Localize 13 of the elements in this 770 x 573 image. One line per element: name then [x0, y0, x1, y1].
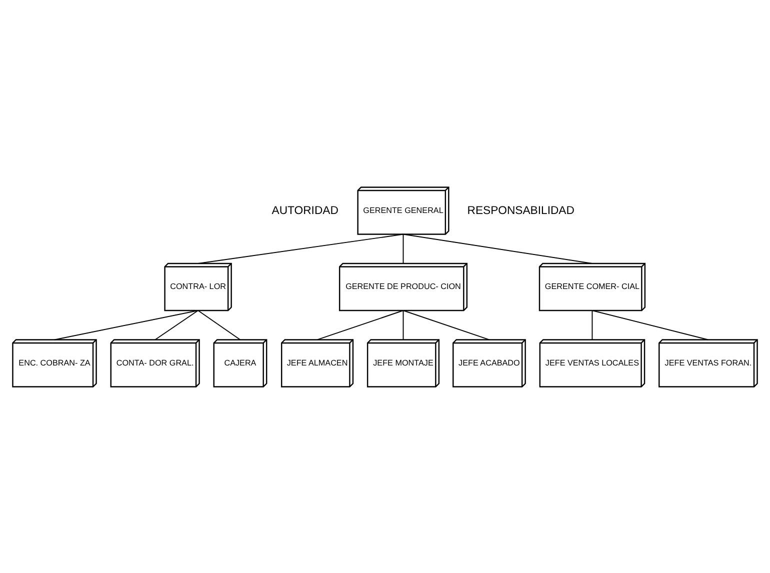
label: RESPONSABILIDAD [467, 204, 574, 216]
connector [198, 233, 404, 264]
connector [402, 310, 490, 340]
connector [402, 233, 404, 264]
connector [198, 310, 241, 340]
connector [316, 310, 404, 340]
connector [154, 310, 199, 340]
connector [592, 310, 593, 340]
connector [592, 310, 709, 340]
connector [54, 310, 199, 340]
connector [402, 233, 593, 264]
connector [402, 310, 404, 340]
label: AUTORIDAD [272, 204, 338, 216]
